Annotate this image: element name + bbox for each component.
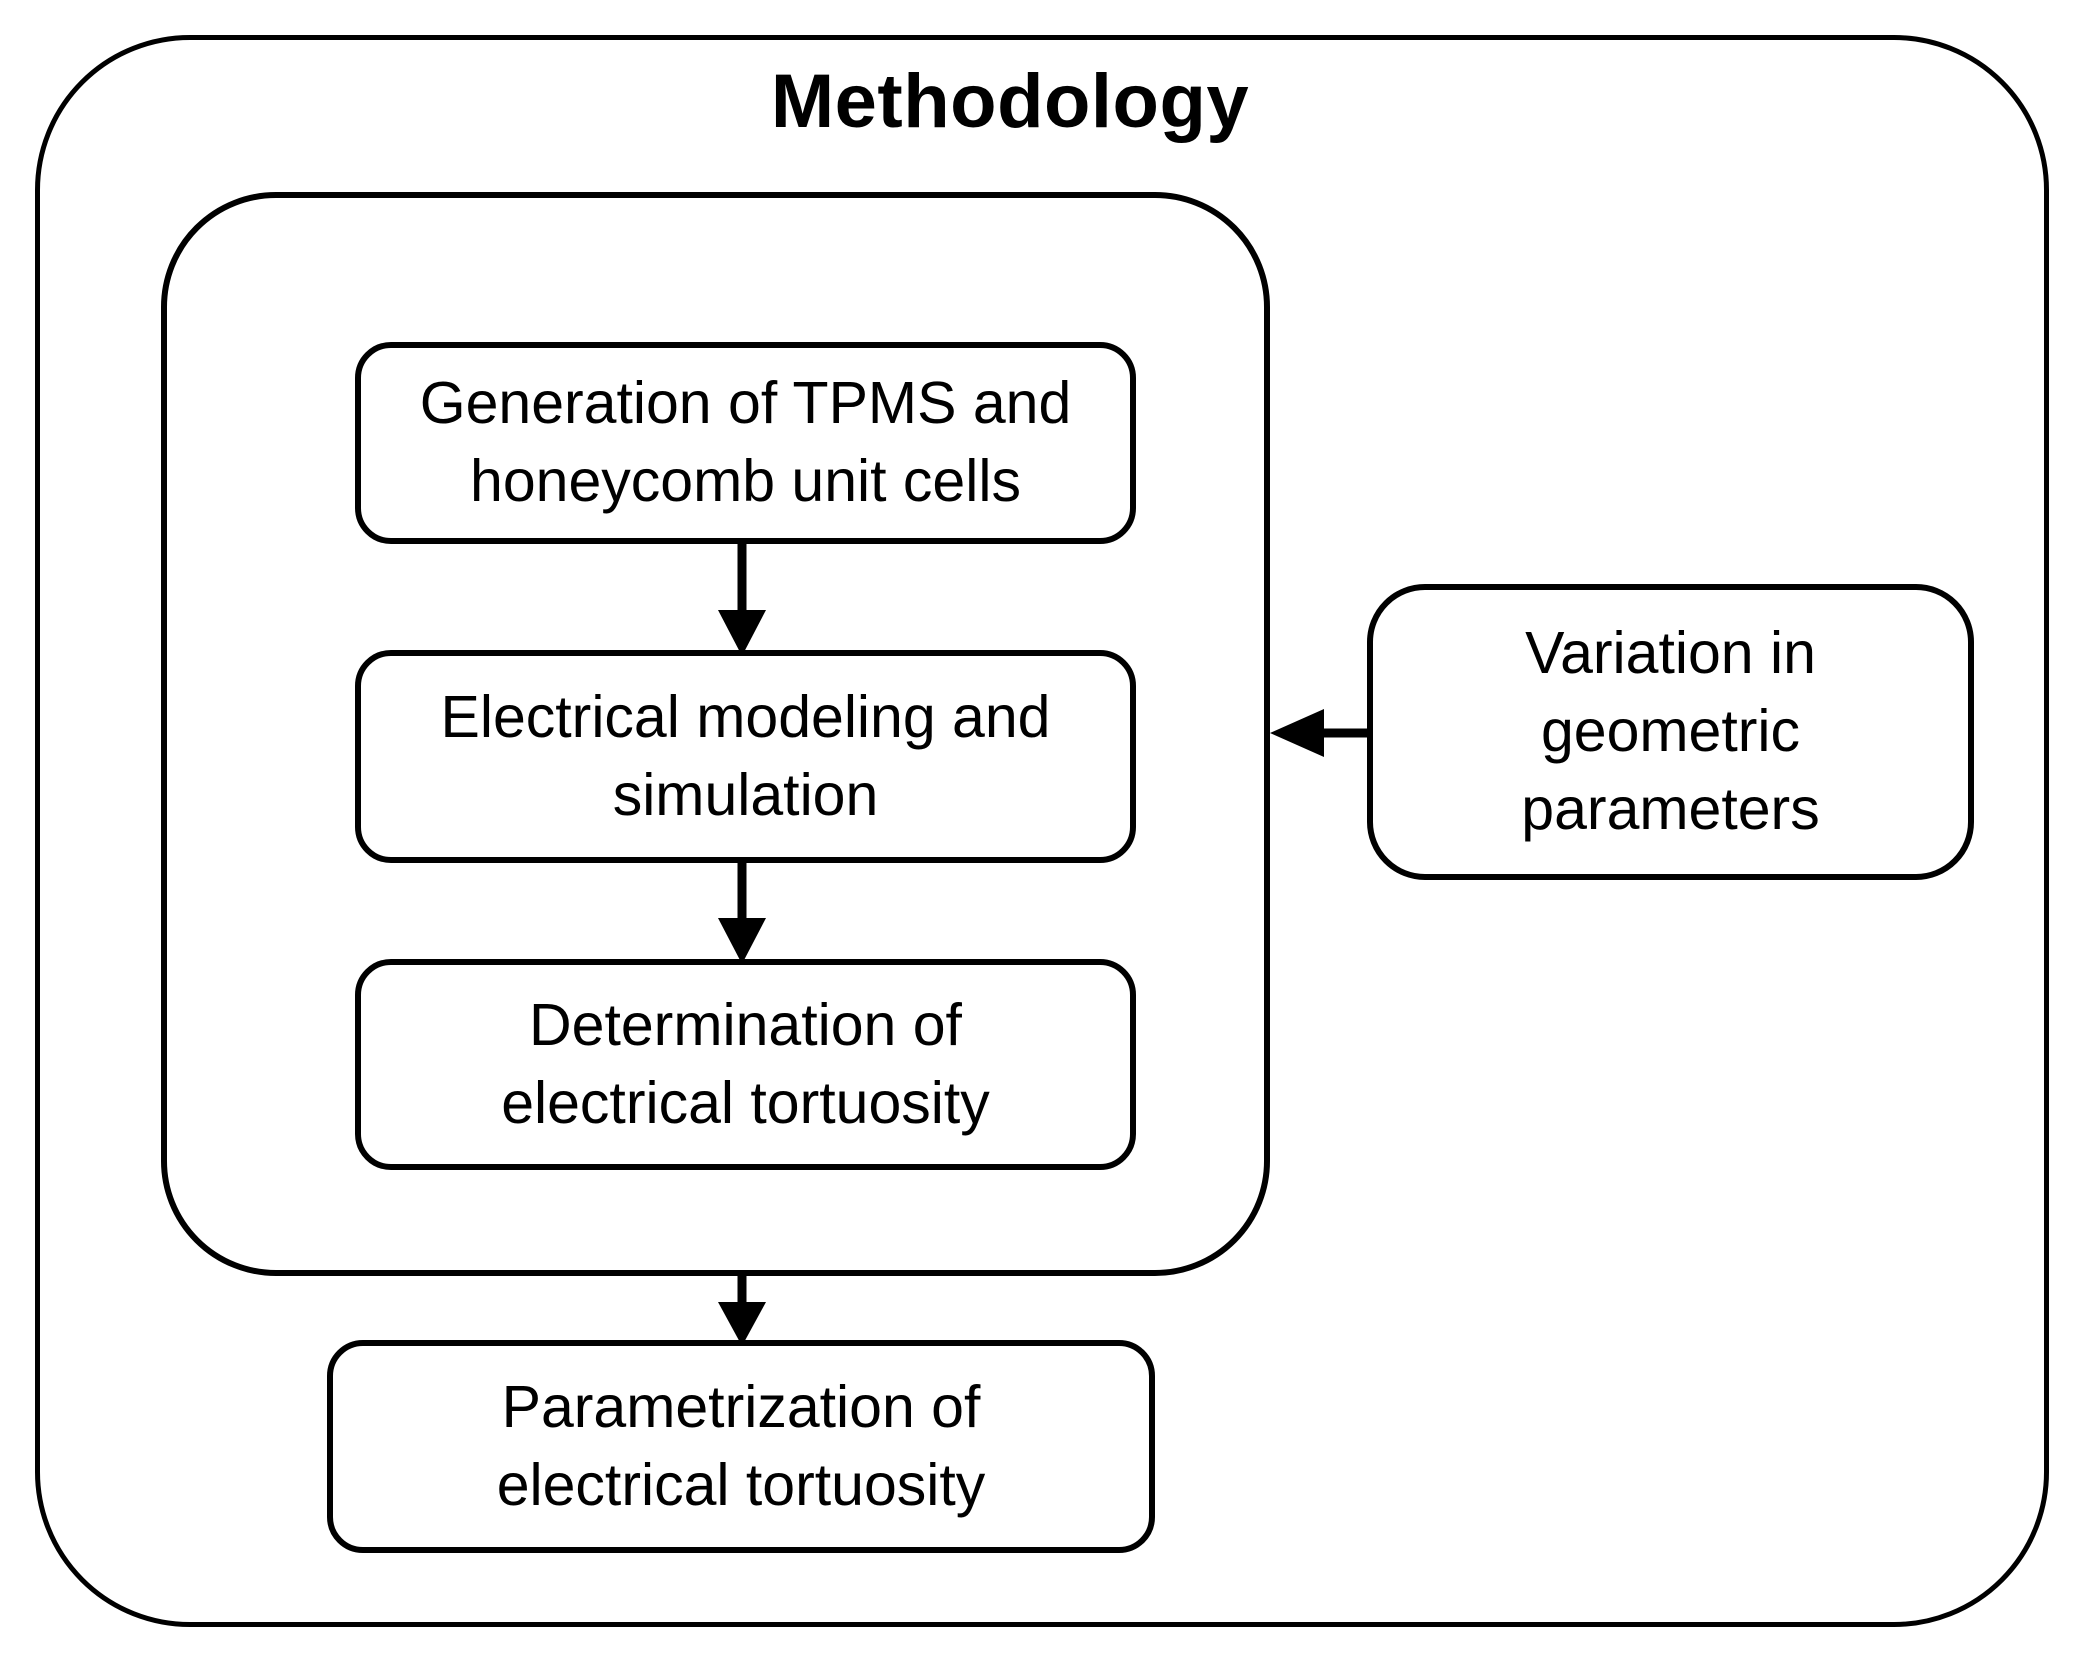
node-modeling: Electrical modeling and simulation [355,650,1136,863]
node-parametrization: Parametrization of electrical tortuosity [327,1340,1155,1553]
node-determination-label: Determination of electrical tortuosity [501,991,990,1136]
diagram-title: Methodology [770,59,1250,144]
node-generation: Generation of TPMS and honeycomb unit ce… [355,342,1136,544]
node-generation-label: Generation of TPMS and honeycomb unit ce… [419,370,1072,514]
node-parametrization-label: Parametrization of electrical tortuosity [496,1373,986,1518]
node-variation-label: Variation in geometric parameters [1521,620,1820,842]
node-variation: Variation in geometric parameters [1367,584,1974,880]
node-modeling-label: Electrical modeling and simulation [440,683,1051,828]
node-determination: Determination of electrical tortuosity [355,959,1136,1170]
